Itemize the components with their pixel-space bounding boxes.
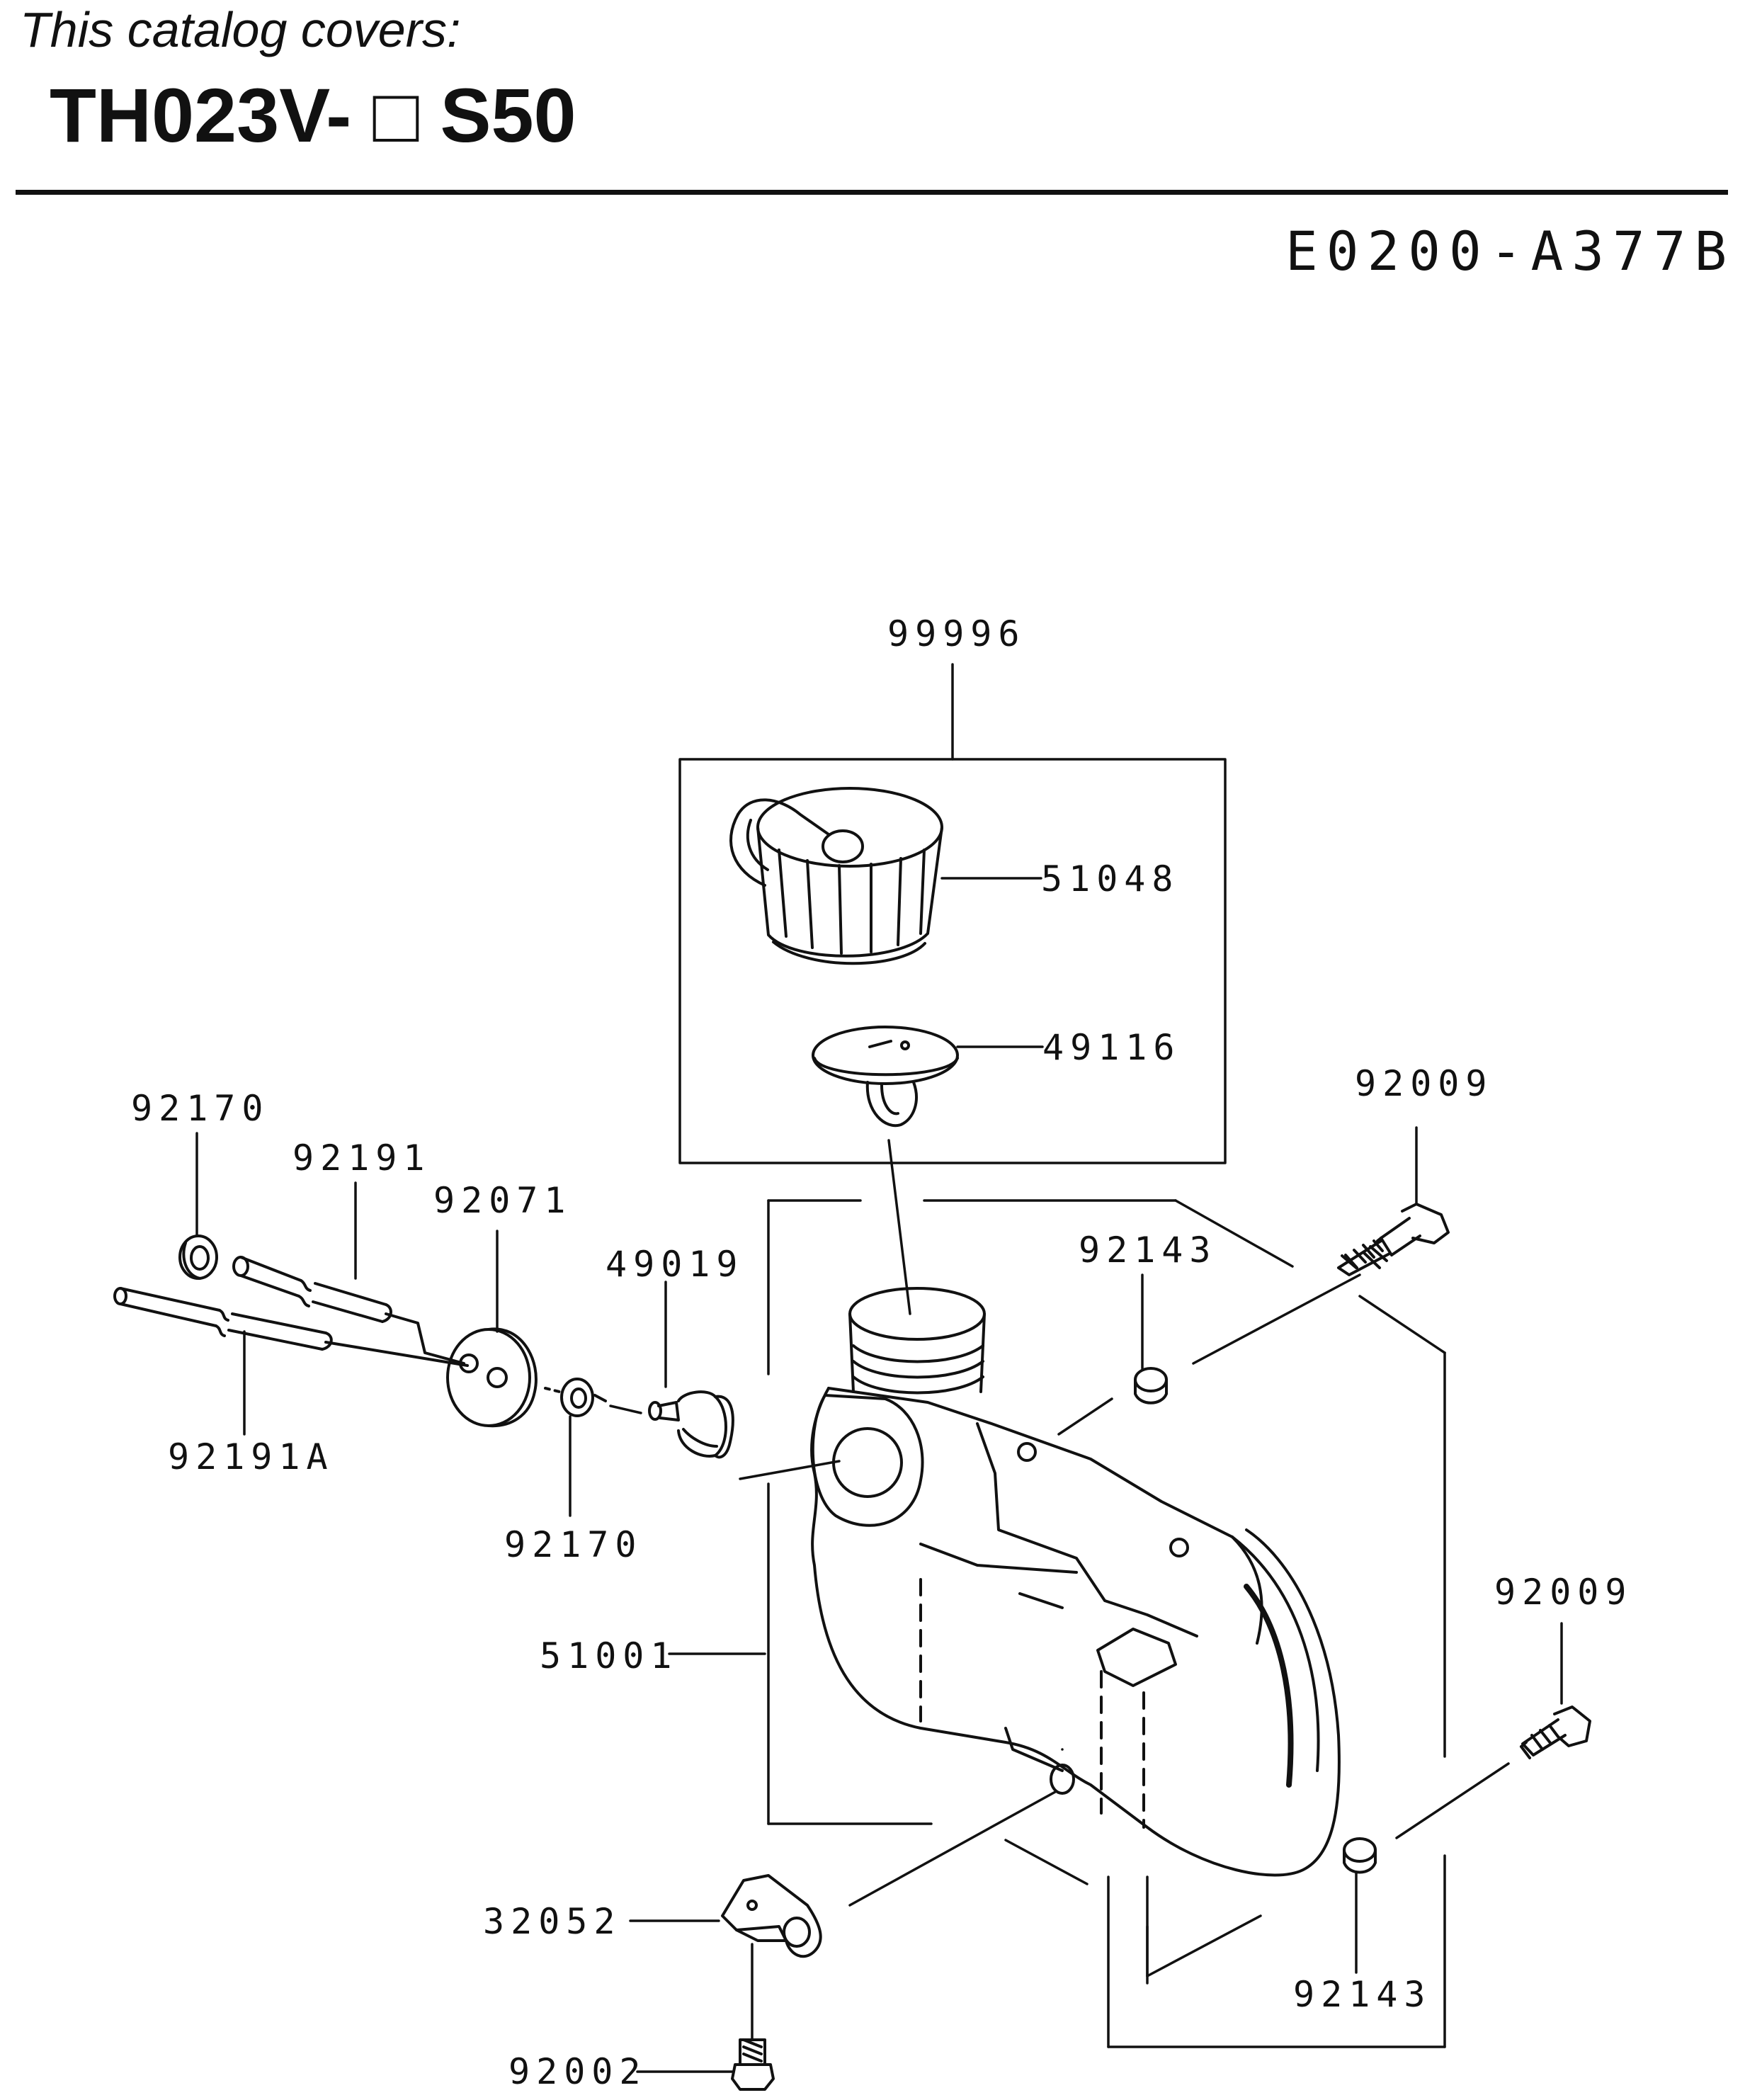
upper-bolt-drawing [1337, 1203, 1450, 1276]
leader-clamp-to-filter [609, 1404, 642, 1414]
catalog-covers-label: This catalog covers: [20, 2, 461, 57]
leader-collar-to-tank-upper [1057, 1397, 1113, 1436]
part-label-92009-lower: 92009 [1494, 1572, 1633, 1613]
leader-lower-bolt-path [1395, 1762, 1510, 1839]
part-label-92143-lower: 92143 [1293, 1974, 1432, 2015]
part-label-92009-upper: 92009 [1355, 1063, 1494, 1104]
leader-bracket-to-tank [848, 1790, 1057, 1907]
part-label-51048: 51048 [1041, 858, 1180, 899]
part-label-92071: 92071 [433, 1180, 572, 1221]
fuel-cap-drawing [729, 787, 943, 965]
fuel-tank-drawing [810, 1287, 1341, 1877]
grommet-drawing [446, 1327, 538, 1428]
bracket-drawing [721, 1874, 822, 1958]
cap-valve-drawing [812, 1026, 959, 1128]
filter-drawing [648, 1390, 734, 1459]
upper-collar-drawing [1134, 1367, 1168, 1404]
header-divider [16, 190, 1728, 195]
part-label-92191: 92191 [292, 1137, 431, 1179]
leader-cap-to-tank [887, 1139, 911, 1315]
tube-92191a-drawing [113, 1287, 469, 1367]
part-label-49019: 49019 [606, 1244, 744, 1285]
part-label-92002: 92002 [508, 2051, 647, 2092]
center-clamp-drawing [544, 1378, 607, 1417]
part-label-92143-upper: 92143 [1079, 1230, 1217, 1271]
lower-collar-drawing [1343, 1837, 1377, 1874]
model-code: TH023V- □ S50 [50, 72, 576, 158]
diagram-reference-code: E0200-A377B [1285, 220, 1736, 283]
assembly-box-99996 [678, 663, 1227, 1164]
leader-filter-to-tank [739, 1460, 841, 1480]
part-label-49116: 49116 [1042, 1027, 1181, 1068]
left-clamp-drawing [178, 1235, 218, 1280]
part-label-51001: 51001 [540, 1635, 678, 1676]
leader-upper-bolt-path [1192, 1273, 1361, 1365]
lower-bolt-drawing [1520, 1705, 1591, 1759]
part-label-92170-left: 92170 [131, 1088, 270, 1129]
tank-frame-lines [767, 1199, 1446, 2048]
part-label-92191a: 92191A [168, 1436, 334, 1477]
bottom-bolt-drawing [731, 2038, 775, 2091]
part-label-92170-center: 92170 [504, 1524, 643, 1565]
part-label-32052: 32052 [483, 1901, 622, 1942]
tube-92191-drawing [232, 1256, 465, 1365]
part-label-99996: 99996 [887, 613, 1026, 654]
